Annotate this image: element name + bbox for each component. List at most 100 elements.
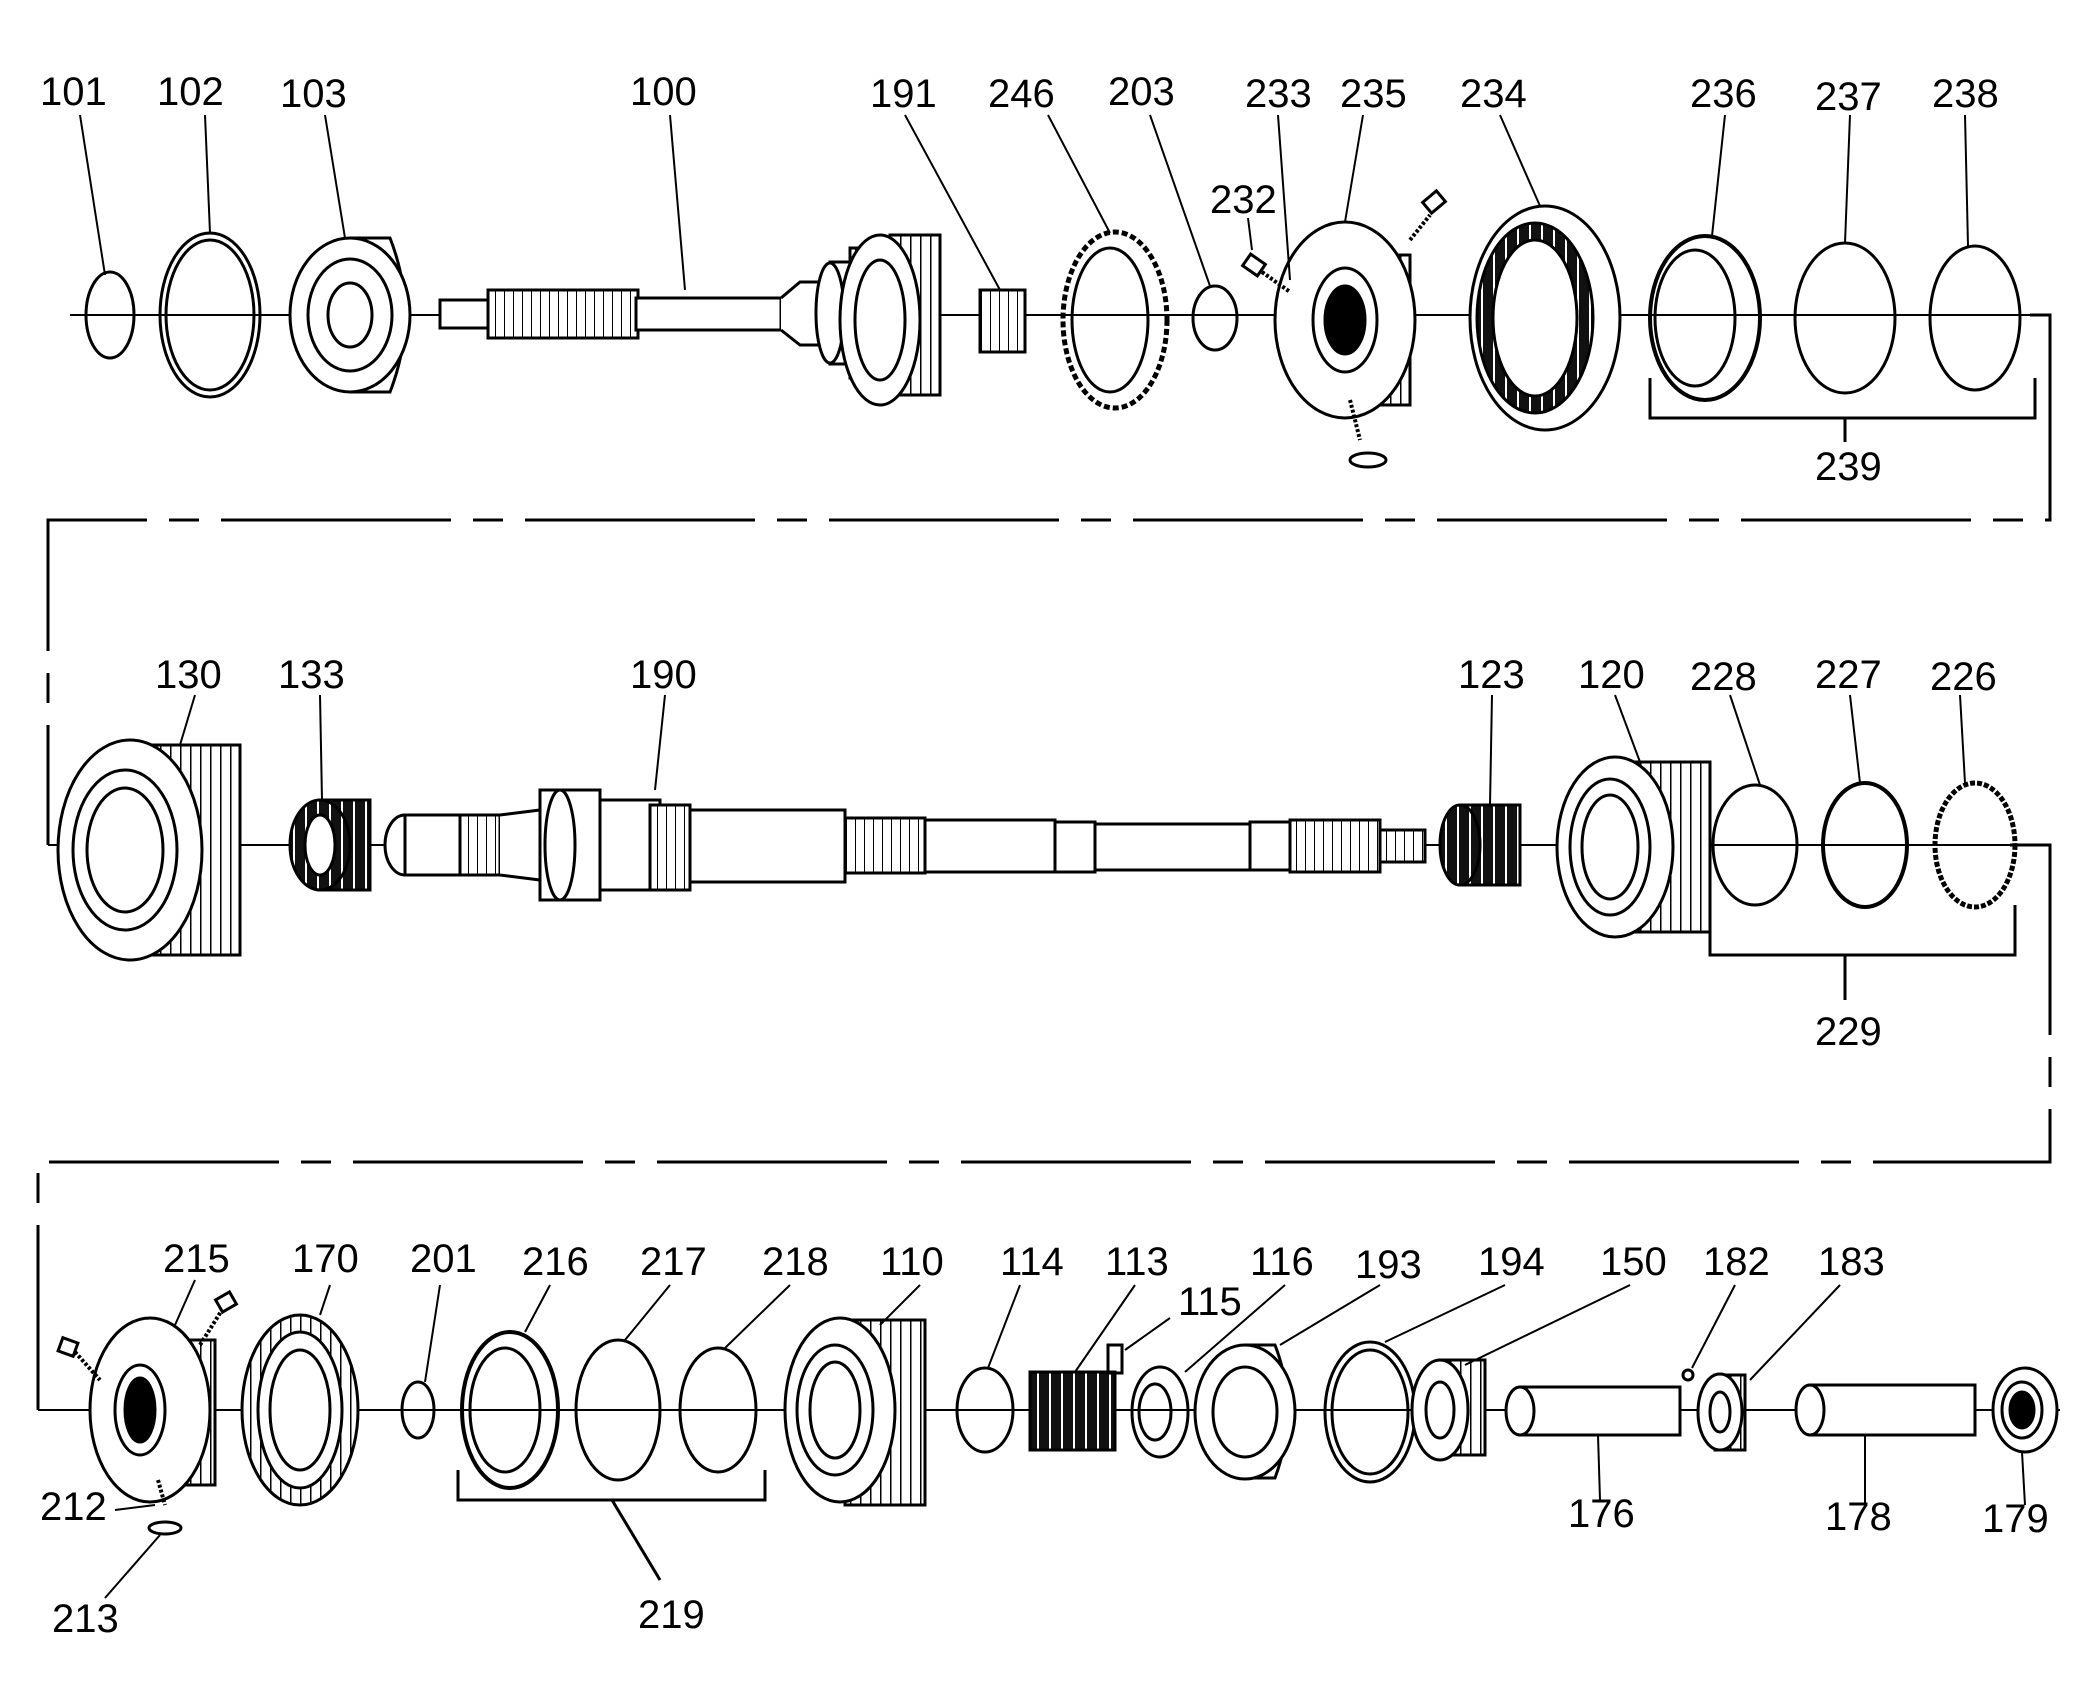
callout-237: 237 [1815,75,1882,119]
part-116-thrust-washer [1130,1365,1190,1459]
callout-227: 227 [1815,653,1882,697]
callout-226: 226 [1930,655,1997,699]
callout-120: 120 [1578,653,1645,697]
row-connector-1 [46,313,2052,845]
callout-179: 179 [1982,1497,2049,1541]
part-114-thrust-ring [955,1366,1015,1454]
part-203-snap-ring [1191,284,1239,352]
part-150-gear [1410,1358,1487,1462]
callout-110: 110 [880,1240,944,1284]
callout-103: 103 [280,72,347,116]
part-201-snap-ring [400,1380,436,1440]
part-100-input-shaft [438,233,942,407]
callout-236: 236 [1690,72,1757,116]
bracket-229 [1708,905,2017,957]
part-246-synchro-ring [1060,229,1170,411]
row2-leader-lines [179,694,1966,806]
callout-232: 232 [1210,178,1277,222]
callout-182: 182 [1703,1240,1770,1284]
callout-130: 130 [155,653,222,697]
part-212-213-detent-parts [56,1289,239,1536]
part-191-needle-bearing [978,288,1027,354]
callout-194: 194 [1478,1240,1545,1284]
row3-parts [38,1289,2060,1581]
bracket-219 [456,1470,767,1502]
callout-238: 238 [1932,72,1999,116]
callout-178: 178 [1825,1495,1892,1539]
row2-labels: 130 133 190 123 120 228 227 226 229 [155,653,1997,1054]
callout-133: 133 [278,653,345,697]
part-237-synchro-ring [1793,241,1897,395]
part-216-synchro-ring [460,1330,560,1490]
callout-183: 183 [1818,1240,1885,1284]
callout-239: 239 [1815,445,1882,489]
row3-leader-lines [104,1279,2026,1599]
row1-labels: 101 102 103 100 191 246 203 233 235 232 … [40,70,1999,489]
callout-212: 212 [40,1485,107,1529]
row3-labels: 215 170 201 216 217 218 110 114 113 115 … [40,1237,2049,1641]
callout-229: 229 [1815,1010,1882,1054]
callout-190: 190 [630,653,697,697]
part-115-pin [1106,1343,1124,1375]
part-178-shaft [1794,1383,1977,1437]
callout-101: 101 [40,70,107,114]
part-123-needle-bearing [1438,803,1522,887]
callout-113: 113 [1105,1240,1169,1284]
callout-217: 217 [640,1240,707,1284]
part-236-synchro-ring [1648,234,1762,402]
row2-parts [48,738,2048,1000]
callout-203: 203 [1108,70,1175,114]
callout-170: 170 [292,1237,359,1281]
bracket-239 [1648,378,2037,420]
part-227-synchro-ring [1821,781,1909,909]
part-238-synchro-ring [1928,244,2022,392]
part-120-gear [1555,755,1712,939]
part-183-gear [1696,1372,1747,1452]
part-101-snap-ring [84,270,136,360]
part-113-needle-bearing [1028,1370,1117,1452]
callout-233: 233 [1245,72,1312,116]
callout-218: 218 [762,1240,829,1284]
callout-176: 176 [1568,1492,1635,1536]
part-218-synchro-ring [678,1346,758,1474]
part-215-synchro-hub [88,1316,217,1504]
callout-201: 201 [410,1237,477,1281]
part-228-synchro-ring [1711,783,1799,907]
part-232-233-detent-parts [1240,188,1448,469]
part-170-synchro-sleeve [240,1313,360,1507]
callout-115: 115 [1178,1280,1242,1324]
callout-228: 228 [1690,655,1757,699]
callout-150: 150 [1600,1240,1667,1284]
part-194-snap-ring [1323,1340,1417,1484]
part-182-ball [1681,1368,1695,1382]
part-130-gear [56,738,242,962]
part-102-snap-ring-inner [164,238,256,392]
callout-191: 191 [870,72,937,116]
part-190-mainshaft [383,788,1427,902]
part-133-needle-bearing [288,798,372,892]
leader-219 [610,1499,662,1581]
row1-leader-lines [79,114,1969,291]
callout-123: 123 [1458,653,1525,697]
callout-114: 114 [1000,1240,1064,1284]
callout-234: 234 [1460,72,1527,116]
callout-193: 193 [1355,1243,1422,1287]
part-179-bearing [1991,1366,2059,1454]
callout-216: 216 [522,1240,589,1284]
callout-100: 100 [630,70,697,114]
part-176-shaft [1504,1385,1682,1437]
part-234-synchro-sleeve [1468,204,1622,432]
callout-215: 215 [163,1237,230,1281]
callout-116: 116 [1250,1240,1314,1284]
callout-246: 246 [988,72,1055,116]
part-110-gear [783,1316,927,1507]
part-193-bearing [1193,1343,1297,1481]
part-217-synchro-ring [574,1338,662,1482]
callout-102: 102 [157,70,224,114]
row-connector-2 [36,843,2052,1410]
callout-235: 235 [1340,72,1407,116]
callout-219: 219 [638,1593,705,1637]
callout-213: 213 [52,1597,119,1641]
